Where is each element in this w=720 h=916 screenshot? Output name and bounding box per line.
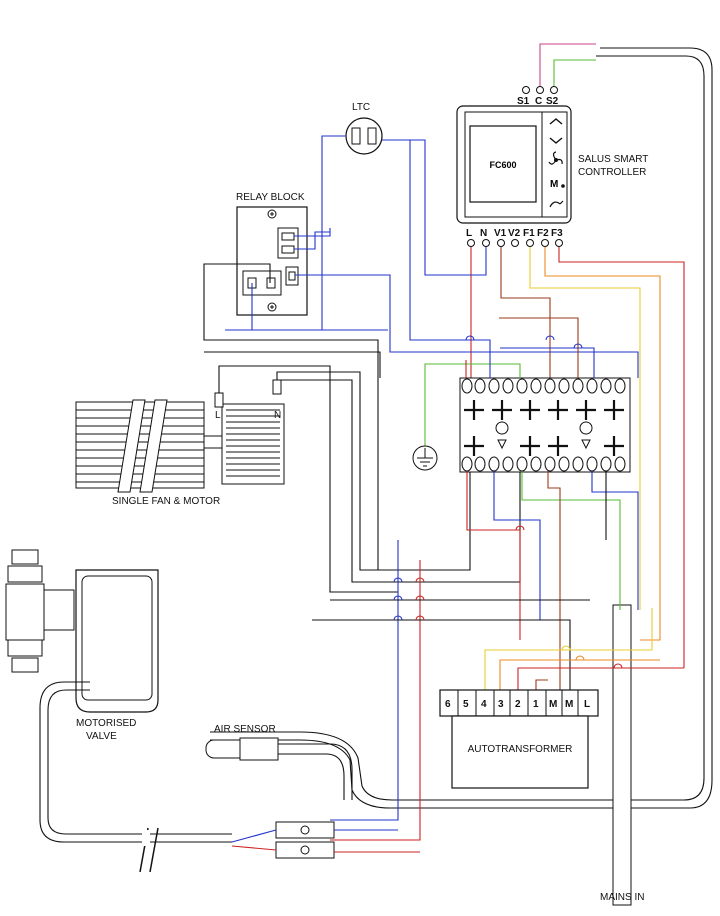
fan-motor-label: SINGLE FAN & MOTOR (112, 496, 220, 507)
controller-model: FC600 (489, 160, 516, 170)
motor-n-label: N (274, 410, 281, 421)
junction-connector (231, 821, 420, 859)
valve-cable (39, 681, 232, 873)
terminal-s1: S1 (517, 96, 530, 107)
autotransformer-label: AUTOTRANSFORMER (468, 744, 573, 755)
terminal-f2: F2 (537, 228, 549, 239)
terminal-v1: V1 (494, 228, 507, 239)
terminal-l: L (466, 228, 472, 239)
controller-label-1: SALUS SMART (578, 154, 648, 165)
valve-label-1: MOTORISED (76, 718, 136, 729)
earth-symbol (412, 363, 521, 471)
at-terminal-m2: M (565, 699, 573, 710)
fan-icon[interactable] (548, 151, 563, 165)
at-terminal-4: 4 (481, 699, 487, 710)
terminal-s2: S2 (546, 96, 559, 107)
ltc-device: LTC (345, 102, 383, 155)
terminal-block (459, 377, 631, 473)
mains-in-label: MAINS IN (600, 892, 644, 903)
at-terminal-2: 2 (515, 699, 521, 710)
fan-blades (75, 399, 205, 493)
air-sensor-label: AIR SENSOR (214, 724, 276, 735)
ltc-label: LTC (352, 102, 370, 113)
at-terminal-l: L (584, 699, 590, 710)
at-terminal-5: 5 (463, 699, 469, 710)
controller-label-2: CONTROLLER (578, 167, 646, 178)
motorised-valve: MOTORISED VALVE (5, 549, 159, 742)
at-terminal-3: 3 (498, 699, 504, 710)
mains-cable (210, 47, 713, 906)
motor-l-label: L (215, 410, 221, 421)
terminal-n: N (480, 228, 487, 239)
fan-motor: L N SINGLE FAN & MOTOR (75, 379, 285, 507)
chevron-up-icon[interactable] (549, 118, 563, 125)
terminal-f1: F1 (523, 228, 535, 239)
power-icon[interactable] (549, 200, 564, 208)
valve-label-2: VALVE (86, 731, 117, 742)
at-terminal-m1: M (549, 699, 557, 710)
air-sensor: AIR SENSOR (205, 724, 353, 800)
relay-block-label: RELAY BLOCK (236, 192, 305, 203)
at-terminal-6: 6 (445, 699, 451, 710)
chevron-down-icon[interactable] (549, 137, 563, 144)
terminal-c: C (535, 96, 542, 107)
relay-block: RELAY BLOCK (236, 192, 308, 316)
at-terminal-1: 1 (533, 699, 539, 710)
autotransformer: 6 5 4 3 2 1 M M L AUTOTRANSFORMER (439, 689, 599, 789)
mode-icon[interactable]: M (550, 179, 558, 190)
controller-top-terminals: S1 C S2 (517, 86, 559, 107)
salus-controller: FC600 M SALUS SMART CONTROLLER (456, 105, 648, 224)
controller-display (469, 125, 537, 203)
terminal-v2: V2 (508, 228, 521, 239)
terminal-f3: F3 (551, 228, 563, 239)
controller-bottom-terminals: L N V1 V2 F1 F2 F3 (466, 228, 563, 247)
